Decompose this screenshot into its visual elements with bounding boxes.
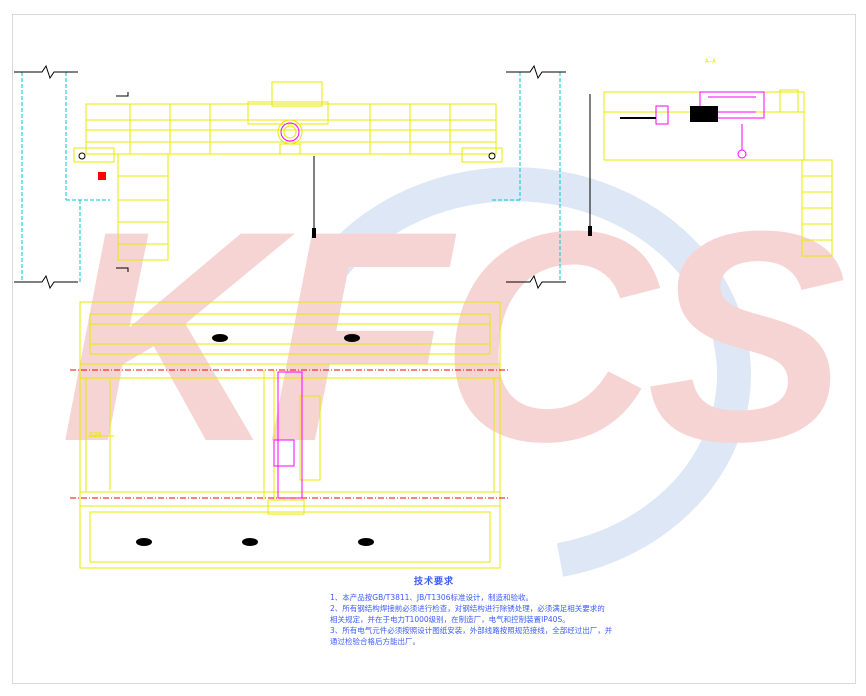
kfcs-watermark: KFCS [60,167,858,577]
requirement-line: 2、所有钢结构焊接前必须进行检查，对钢结构进行除锈处理，必须满足相关要求的 [330,604,605,613]
dimension-520-label: 520 [89,431,102,439]
requirement-line: 相关规定，并在于电力T1000级别，在制造厂，电气和控制装置IP40S。 [330,615,570,624]
requirement-line: 1、本产品按GB/T3811、JB/T1306标准设计，制造和验收。 [330,593,533,602]
plan-view [70,301,510,569]
technical-requirements-title: 技术要求 [414,577,455,587]
side-section [588,89,833,257]
technical-requirements: 1、本产品按GB/T3811、JB/T1306标准设计，制造和验收。 2、所有钢… [330,592,690,647]
requirement-line: 通过检验合格后方能出厂。 [330,637,420,646]
requirement-line: 3、所有电气元件必须按照设计图纸安装，外部线路按照规范接线，全部经过出厂，并 [330,626,613,635]
front-elevation [14,64,566,290]
section-label: A—A [705,58,716,65]
svg-text:KFCS: KFCS [60,168,848,504]
